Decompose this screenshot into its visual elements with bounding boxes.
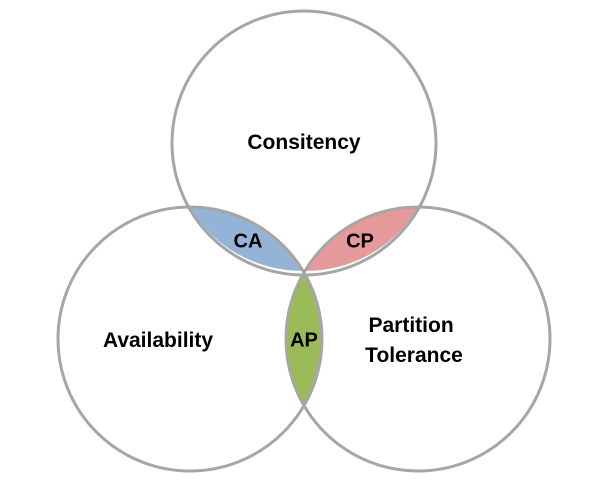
ap-label: AP <box>290 329 318 351</box>
intersections <box>190 208 418 408</box>
circles <box>56 9 552 473</box>
cp-label: CP <box>346 230 374 252</box>
availability-circle <box>56 205 324 473</box>
consistency-label: Consitency <box>247 131 361 154</box>
partition-tolerance-circle <box>284 205 552 473</box>
ca-label: CA <box>234 230 263 252</box>
partition-tolerance-label: Partition Tolerance <box>365 314 463 367</box>
availability-label: Availability <box>103 329 213 352</box>
ca-intersection <box>190 208 304 271</box>
ap-intersection <box>285 270 323 408</box>
cp-intersection <box>304 208 418 271</box>
